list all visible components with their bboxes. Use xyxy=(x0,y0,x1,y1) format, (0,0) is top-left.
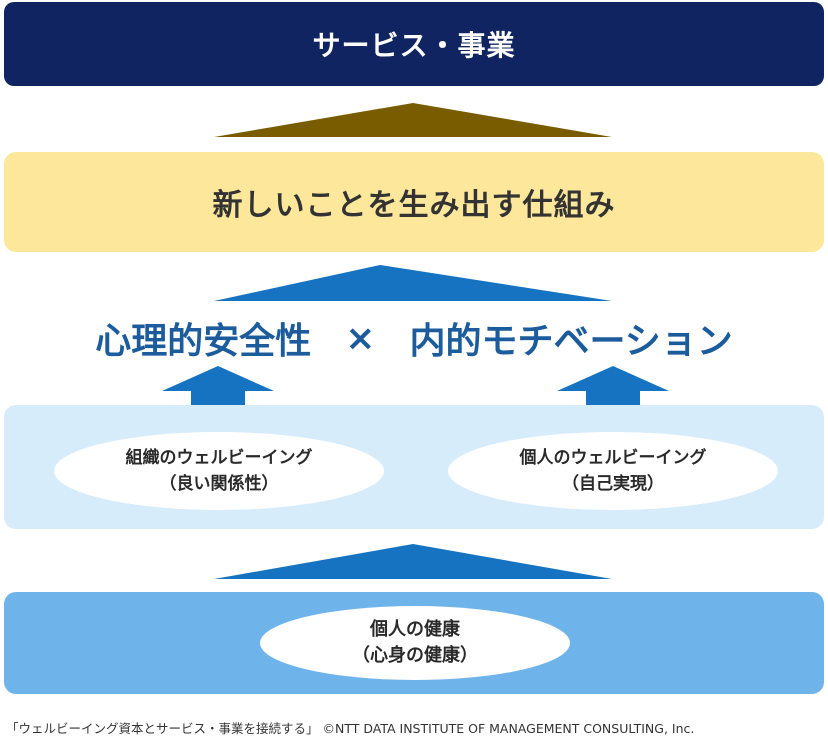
individual-health-ellipse: 個人の健康 （心身の健康） xyxy=(260,606,570,680)
organizational-wellbeing-ellipse: 組織のウェルビーイング （良い関係性） xyxy=(54,432,384,510)
individual-wellbeing-title: 個人のウェルビーイング xyxy=(519,448,707,468)
psychological-safety-label: 心理的安全性 xyxy=(95,321,312,362)
innovation-mechanism-label: 新しいことを生み出す仕組み xyxy=(212,188,616,223)
copyright-credit: 「ウェルビーイング資本とサービス・事業を接続する」 ©NTT DATA INST… xyxy=(6,721,695,736)
intrinsic-motivation-label: 内的モチベーション xyxy=(409,321,733,362)
individual-wellbeing-ellipse: 個人のウェルビーイング （自己実現） xyxy=(448,432,778,510)
multiply-operator: × xyxy=(345,317,376,359)
individual-health-subtitle: （心身の健康） xyxy=(352,645,478,666)
organizational-wellbeing-title: 組織のウェルビーイング xyxy=(125,448,313,468)
individual-health-title: 個人の健康 xyxy=(370,619,460,640)
organizational-wellbeing-subtitle: （良い関係性） xyxy=(159,474,279,494)
service-business-box: サービス・事業 xyxy=(4,2,824,86)
individual-wellbeing-subtitle: （自己実現） xyxy=(562,474,664,494)
service-business-label: サービス・事業 xyxy=(312,29,516,62)
headline: 心理的安全性 × 内的モチベーション xyxy=(0,308,828,368)
innovation-mechanism-box: 新しいことを生み出す仕組み xyxy=(4,152,824,252)
